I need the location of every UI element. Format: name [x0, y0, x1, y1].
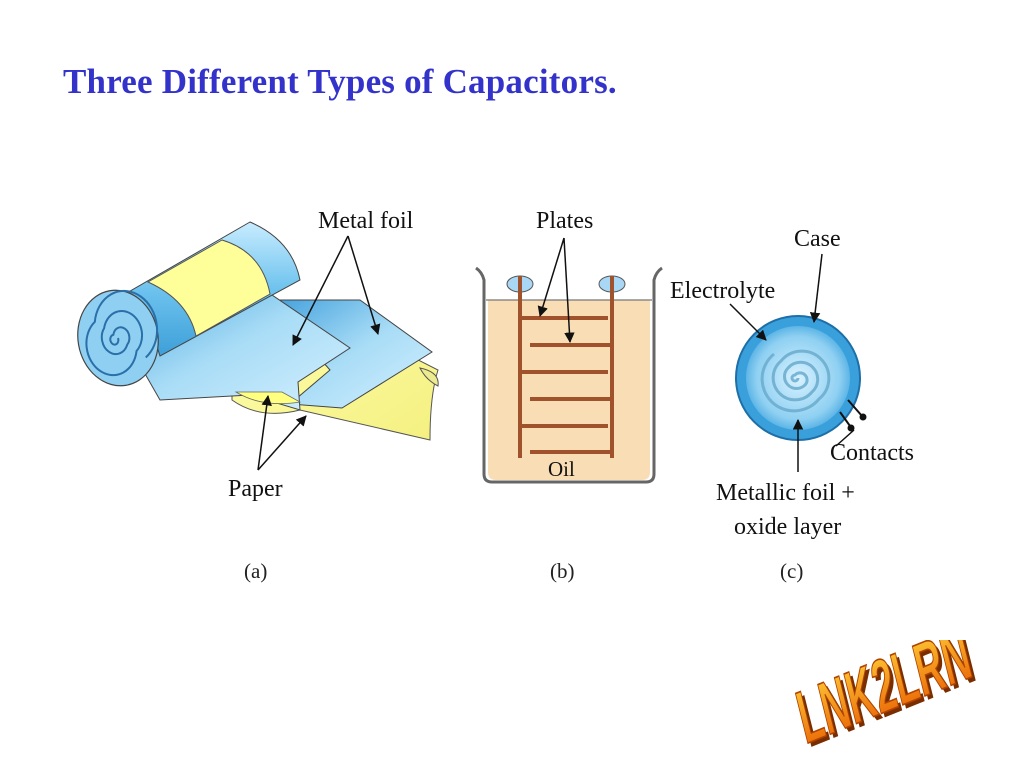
plates-arrow-1 [537, 237, 565, 318]
contacts-arrow [835, 429, 855, 447]
electrolyte-arrow [729, 303, 767, 341]
caption-a: (a) [244, 559, 267, 583]
label-metal-foil: Metal foil [318, 208, 414, 234]
plates-arrow-2 [563, 237, 575, 344]
panel-b-oil-capacitor: Plates Oil (b) [475, 208, 663, 583]
paper-arrow-1 [257, 394, 272, 471]
caption-b: (b) [550, 559, 575, 583]
metal-foil-arrow-2 [347, 235, 381, 336]
panel-a-roll-capacitor: Metal foil Paper (a) [77, 208, 439, 583]
case-arrow [809, 253, 823, 324]
lnk2lrn-logo: LNK2LRN LNK2LRN [788, 640, 982, 764]
label-oil: Oil [548, 457, 575, 481]
caption-c: (c) [780, 559, 803, 583]
label-metallic-foil: Metallic foil + [716, 480, 855, 506]
paper-arrow-2 [257, 415, 307, 471]
roll-spiral [85, 289, 158, 377]
capacitor-figure: Metal foil Paper (a) Plates Oil (b) [77, 208, 914, 583]
metal-foil-arrow-1 [292, 235, 349, 346]
slide-title: Three Different Types of Capacitors. [63, 62, 617, 101]
label-paper: Paper [228, 476, 283, 502]
panel-c-electrolytic-capacitor: Case Electrolyte Contacts Metallic foil … [670, 226, 914, 583]
label-electrolyte: Electrolyte [670, 278, 775, 304]
roll-paper-band [146, 239, 271, 337]
label-plates: Plates [536, 208, 593, 234]
logo-text: LNK2LRN [789, 640, 978, 760]
beaker-outline [475, 266, 663, 484]
label-oxide-layer: oxide layer [734, 514, 841, 540]
label-contacts: Contacts [830, 440, 914, 466]
label-case: Case [794, 226, 841, 252]
paper-curl [419, 367, 439, 387]
foil-spiral [760, 349, 831, 413]
